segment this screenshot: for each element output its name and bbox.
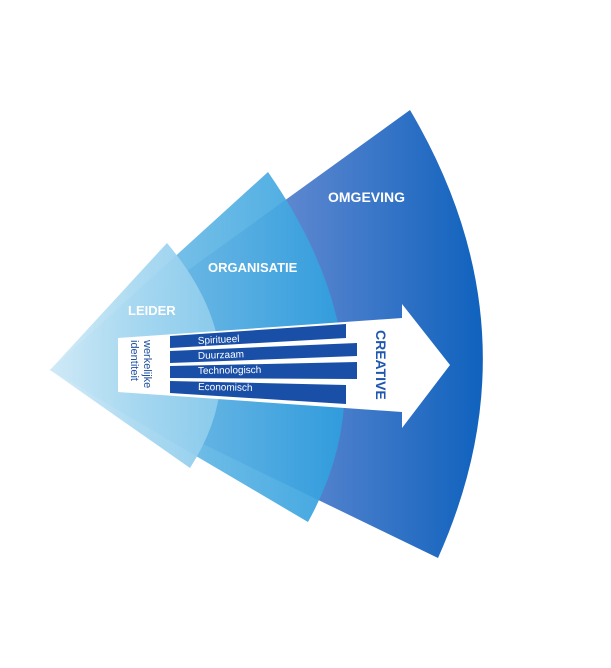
middle-layer-label: ORGANISATIE: [208, 260, 298, 275]
bar-label-spiritueel: Spiritueel: [198, 334, 240, 347]
bar-label-duurzaam: Duurzaam: [198, 349, 244, 362]
bar-duurzaam: [170, 343, 357, 363]
bar-economisch: [170, 381, 346, 404]
bar-label-economisch: Economisch: [198, 382, 253, 394]
creative-label: CREATIVE: [373, 330, 389, 400]
bar-spiritueel: [170, 324, 346, 348]
bar-technologisch: [170, 362, 357, 379]
bar-label-technologisch: Technologisch: [198, 365, 262, 377]
outer-layer-label: OMGEVING: [328, 189, 405, 205]
inner-layer-label: LEIDER: [128, 303, 176, 318]
identity-label-line2: identiteit: [128, 340, 140, 381]
identity-label-line1: werkelijke: [141, 339, 153, 388]
